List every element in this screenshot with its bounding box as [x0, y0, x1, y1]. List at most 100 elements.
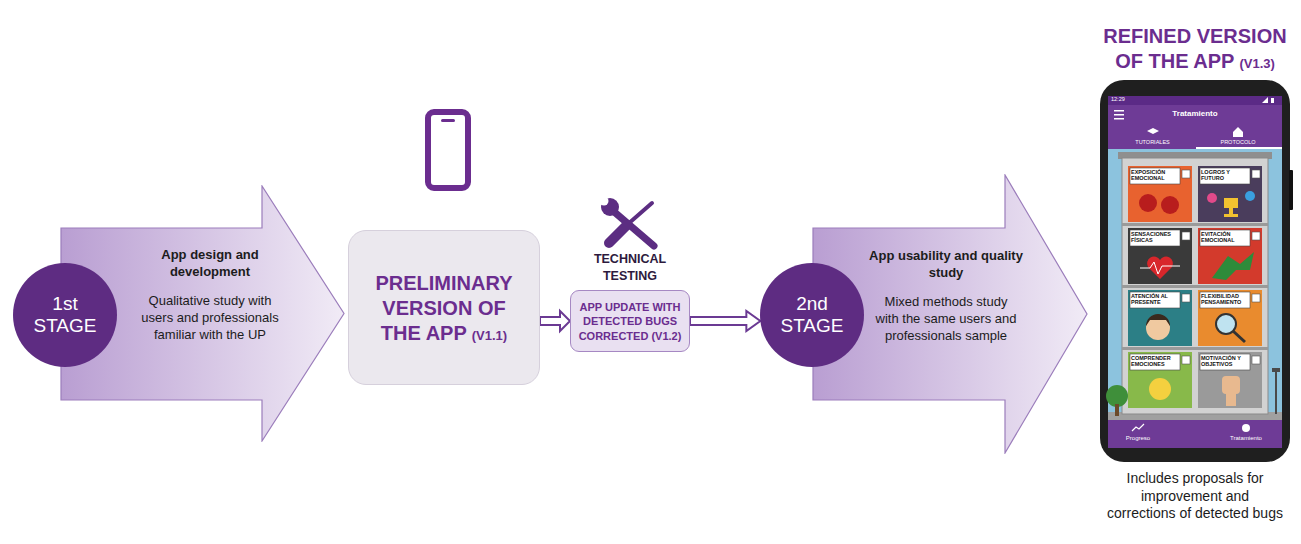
phone-caption: Includes proposals for improvement and c…: [1106, 470, 1285, 523]
brain-icon: [1242, 424, 1250, 432]
hair-picture: [1146, 314, 1170, 326]
tile-label: FLEXIBILIDAD PENSAMIENTO: [1201, 293, 1249, 306]
phone-screen: [1108, 96, 1282, 448]
text-group: APP UPDATE WITH DETECTED BUGS CORRECTED …: [577, 300, 683, 343]
status-time: 12:29: [1111, 97, 1141, 103]
text-group: App design and developmentQualitative st…: [132, 247, 288, 343]
text-group: Includes proposals for improvement and c…: [1106, 470, 1285, 523]
pulse-line: [1140, 262, 1180, 274]
nav-label: Progreso: [1110, 435, 1166, 442]
heart-picture: [1147, 257, 1173, 279]
tile-image: [1198, 352, 1262, 408]
tile-status-icon: [1252, 232, 1260, 240]
tile-image: [1198, 228, 1262, 284]
app-phone: REFINED VERSION OF THE APP(V1.3)Includes…: [1100, 80, 1290, 462]
tile-status-icon: [1182, 356, 1190, 364]
tree-trunk: [1115, 404, 1119, 416]
fist-picture: [1222, 376, 1240, 394]
figure-picture: [1212, 252, 1254, 280]
tile-label: EXPOSICIÓN EMOCIONAL: [1131, 169, 1179, 182]
stage-heading: App design and development: [132, 247, 288, 281]
floor-divider: [1122, 223, 1268, 226]
text-group: 2nd STAGE: [776, 293, 848, 337]
tile-label: EVITACIÓN EMOCIONAL: [1201, 231, 1249, 244]
flow-arrow: [540, 311, 570, 331]
signal-icon: [1262, 97, 1268, 103]
update-text: APP UPDATE WITH DETECTED BUGS CORRECTED …: [577, 300, 683, 343]
stage-label: 1st STAGE: [29, 293, 101, 337]
tab-indicator: [1196, 147, 1282, 149]
street-lamp-head: [1272, 368, 1280, 372]
tutorial-icon: [1147, 128, 1159, 134]
battery-icon: [1271, 98, 1274, 103]
building-roof: [1118, 152, 1272, 159]
wrench-head: [601, 198, 619, 216]
tile-image: [1128, 352, 1192, 408]
trophy-base: [1224, 214, 1238, 217]
tile-label-box: [1200, 354, 1250, 370]
tile-label: MOTIVACIÓN Y OBJETIVOS: [1201, 355, 1249, 368]
tab-label: PROTOCOLO: [1196, 139, 1280, 145]
arrow-outline: [61, 186, 344, 441]
tile-label-box: [1130, 354, 1180, 370]
tree-crown: [1106, 385, 1128, 407]
tile-status-icon: [1182, 170, 1190, 178]
balloon-picture: [1245, 191, 1255, 201]
stage-circle: 2nd STAGE: [760, 263, 864, 367]
trophy-cup: [1224, 198, 1238, 208]
tile-status-icon: [1252, 170, 1260, 178]
phone-icon-speaker: [441, 119, 455, 122]
tile-status-icon: [1252, 294, 1260, 302]
glove-picture: [1161, 196, 1179, 214]
phone-button: [1289, 170, 1293, 210]
text-group: REFINED VERSION OF THE APP(V1.3): [1095, 24, 1295, 74]
building: [1122, 158, 1268, 414]
menu-icon: [1114, 114, 1124, 116]
street-lamp: [1275, 372, 1277, 414]
flow-arrow: [690, 311, 760, 331]
screwdriver-shaft: [628, 203, 652, 224]
tile-image: [1198, 290, 1262, 346]
nav-label: Tratamiento: [1216, 435, 1276, 442]
phone-body: [1100, 80, 1290, 462]
hollow-arrow: [690, 311, 760, 331]
magnifier-handle: [1233, 331, 1245, 342]
wrench-jaw: [600, 197, 609, 206]
glove-picture: [1139, 194, 1157, 212]
progress-icon: [1132, 424, 1144, 431]
status-bar: [1108, 96, 1282, 105]
tile-label-box: [1200, 292, 1250, 308]
screwdriver-handle: [609, 225, 627, 243]
tile-image: [1128, 166, 1192, 222]
version-box: PRELIMINARY VERSION OF THE APP(V1.1): [348, 230, 540, 385]
stage-description: Mixed methods study with the same users …: [873, 294, 1019, 345]
bottom-nav: [1108, 420, 1282, 448]
face-picture: [1146, 316, 1170, 340]
emotion-picture: [1149, 378, 1171, 400]
tile-label: ATENCIÓN AL PRESENTE: [1131, 293, 1179, 306]
tab-label: TUTORIALES: [1110, 139, 1195, 145]
tile-label-box: [1130, 168, 1180, 184]
tile-status-icon: [1182, 232, 1190, 240]
sidewalk: [1108, 412, 1282, 420]
phone-illustration: [1100, 80, 1293, 462]
tile-label-box: [1130, 230, 1180, 246]
tile-status-icon: [1182, 294, 1190, 302]
tab-bar: [1108, 125, 1282, 149]
step-heading: TECHNICAL TESTING: [584, 251, 676, 285]
arm-picture: [1226, 394, 1236, 406]
stage-circle: 1st STAGE: [13, 263, 117, 367]
app-bar-title: Tratamiento: [1150, 110, 1240, 119]
phone-icon-body: [428, 112, 468, 188]
update-box: TECHNICAL TESTINGAPP UPDATE WITH DETECTE…: [570, 290, 690, 352]
home-icon: [1233, 127, 1243, 137]
tile-label-box: [1200, 230, 1250, 246]
version-number: (V1.1): [472, 327, 507, 343]
text-group: 1st STAGE: [29, 293, 101, 337]
hollow-arrow: [540, 311, 570, 331]
wrench-shaft: [612, 210, 654, 246]
tile-label: LOGROS Y FUTURO: [1201, 169, 1249, 182]
floor-divider: [1122, 347, 1268, 350]
menu-icon: [1114, 110, 1124, 112]
